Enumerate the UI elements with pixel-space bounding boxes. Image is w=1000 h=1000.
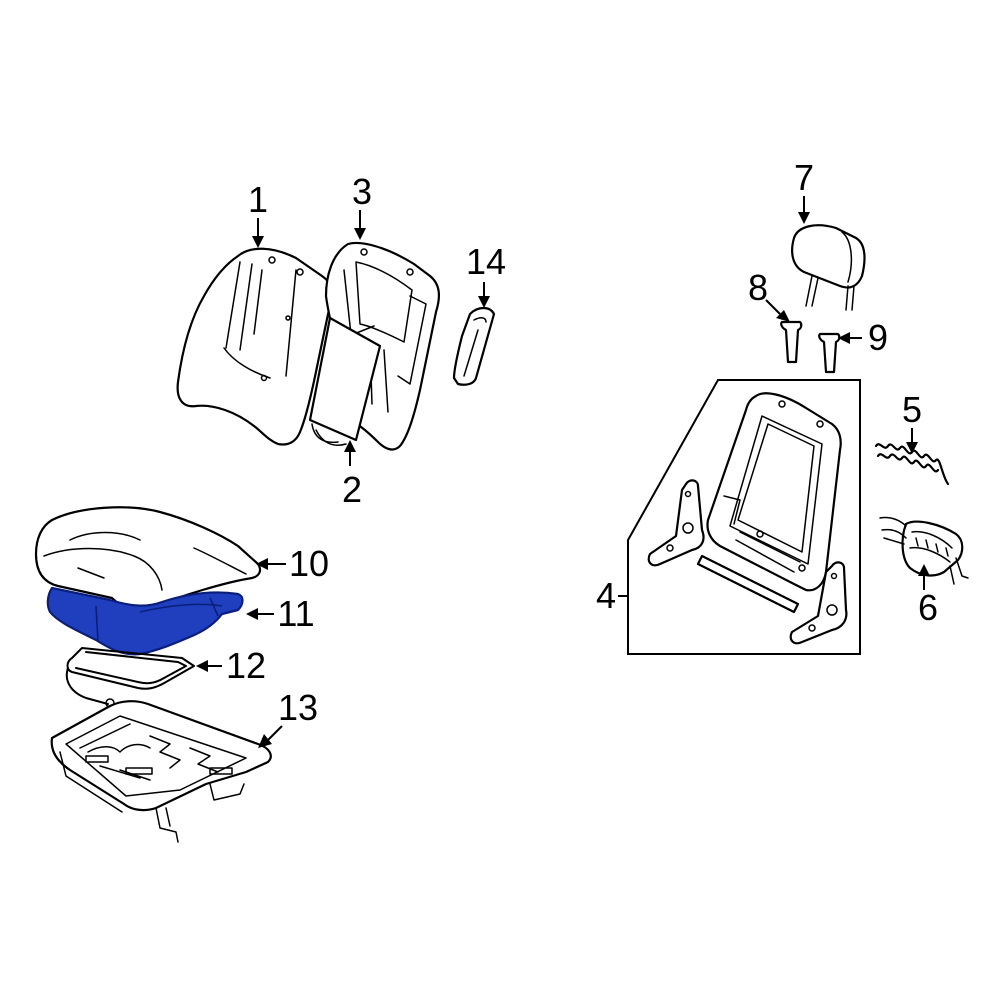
callout-11: 11 xyxy=(277,593,314,634)
callout-5: 5 xyxy=(902,389,922,430)
callout-leaders xyxy=(196,196,930,748)
callout-1: 1 xyxy=(248,179,268,220)
callout-9: 9 xyxy=(868,317,888,358)
part-9-headrest-guide[interactable] xyxy=(818,332,841,374)
part-8-headrest-guide[interactable] xyxy=(780,320,803,364)
callout-6: 6 xyxy=(918,587,938,628)
callout-2: 2 xyxy=(342,469,362,510)
callout-4: 4 xyxy=(596,575,616,616)
part-12-wire-frame[interactable] xyxy=(65,647,195,708)
callout-12: 12 xyxy=(226,645,266,686)
part-13-seat-frame[interactable] xyxy=(50,700,272,843)
part-7-headrest[interactable] xyxy=(791,224,866,311)
part-14-side-trim[interactable] xyxy=(452,306,496,386)
callout-8: 8 xyxy=(748,267,768,308)
part-1-seat-back-cover[interactable] xyxy=(176,247,333,446)
part-6-lumbar-support[interactable] xyxy=(879,516,969,585)
part-2-back-panel[interactable] xyxy=(308,316,382,446)
callout-14: 14 xyxy=(466,241,506,282)
part-4-back-frame-group[interactable] xyxy=(627,379,861,655)
part-11-cushion-pad[interactable] xyxy=(46,586,244,656)
callout-3: 3 xyxy=(352,171,372,212)
callout-10: 10 xyxy=(289,543,329,584)
part-10-cushion-cover[interactable] xyxy=(34,506,262,611)
callout-7: 7 xyxy=(794,157,814,198)
callout-13: 13 xyxy=(278,687,318,728)
